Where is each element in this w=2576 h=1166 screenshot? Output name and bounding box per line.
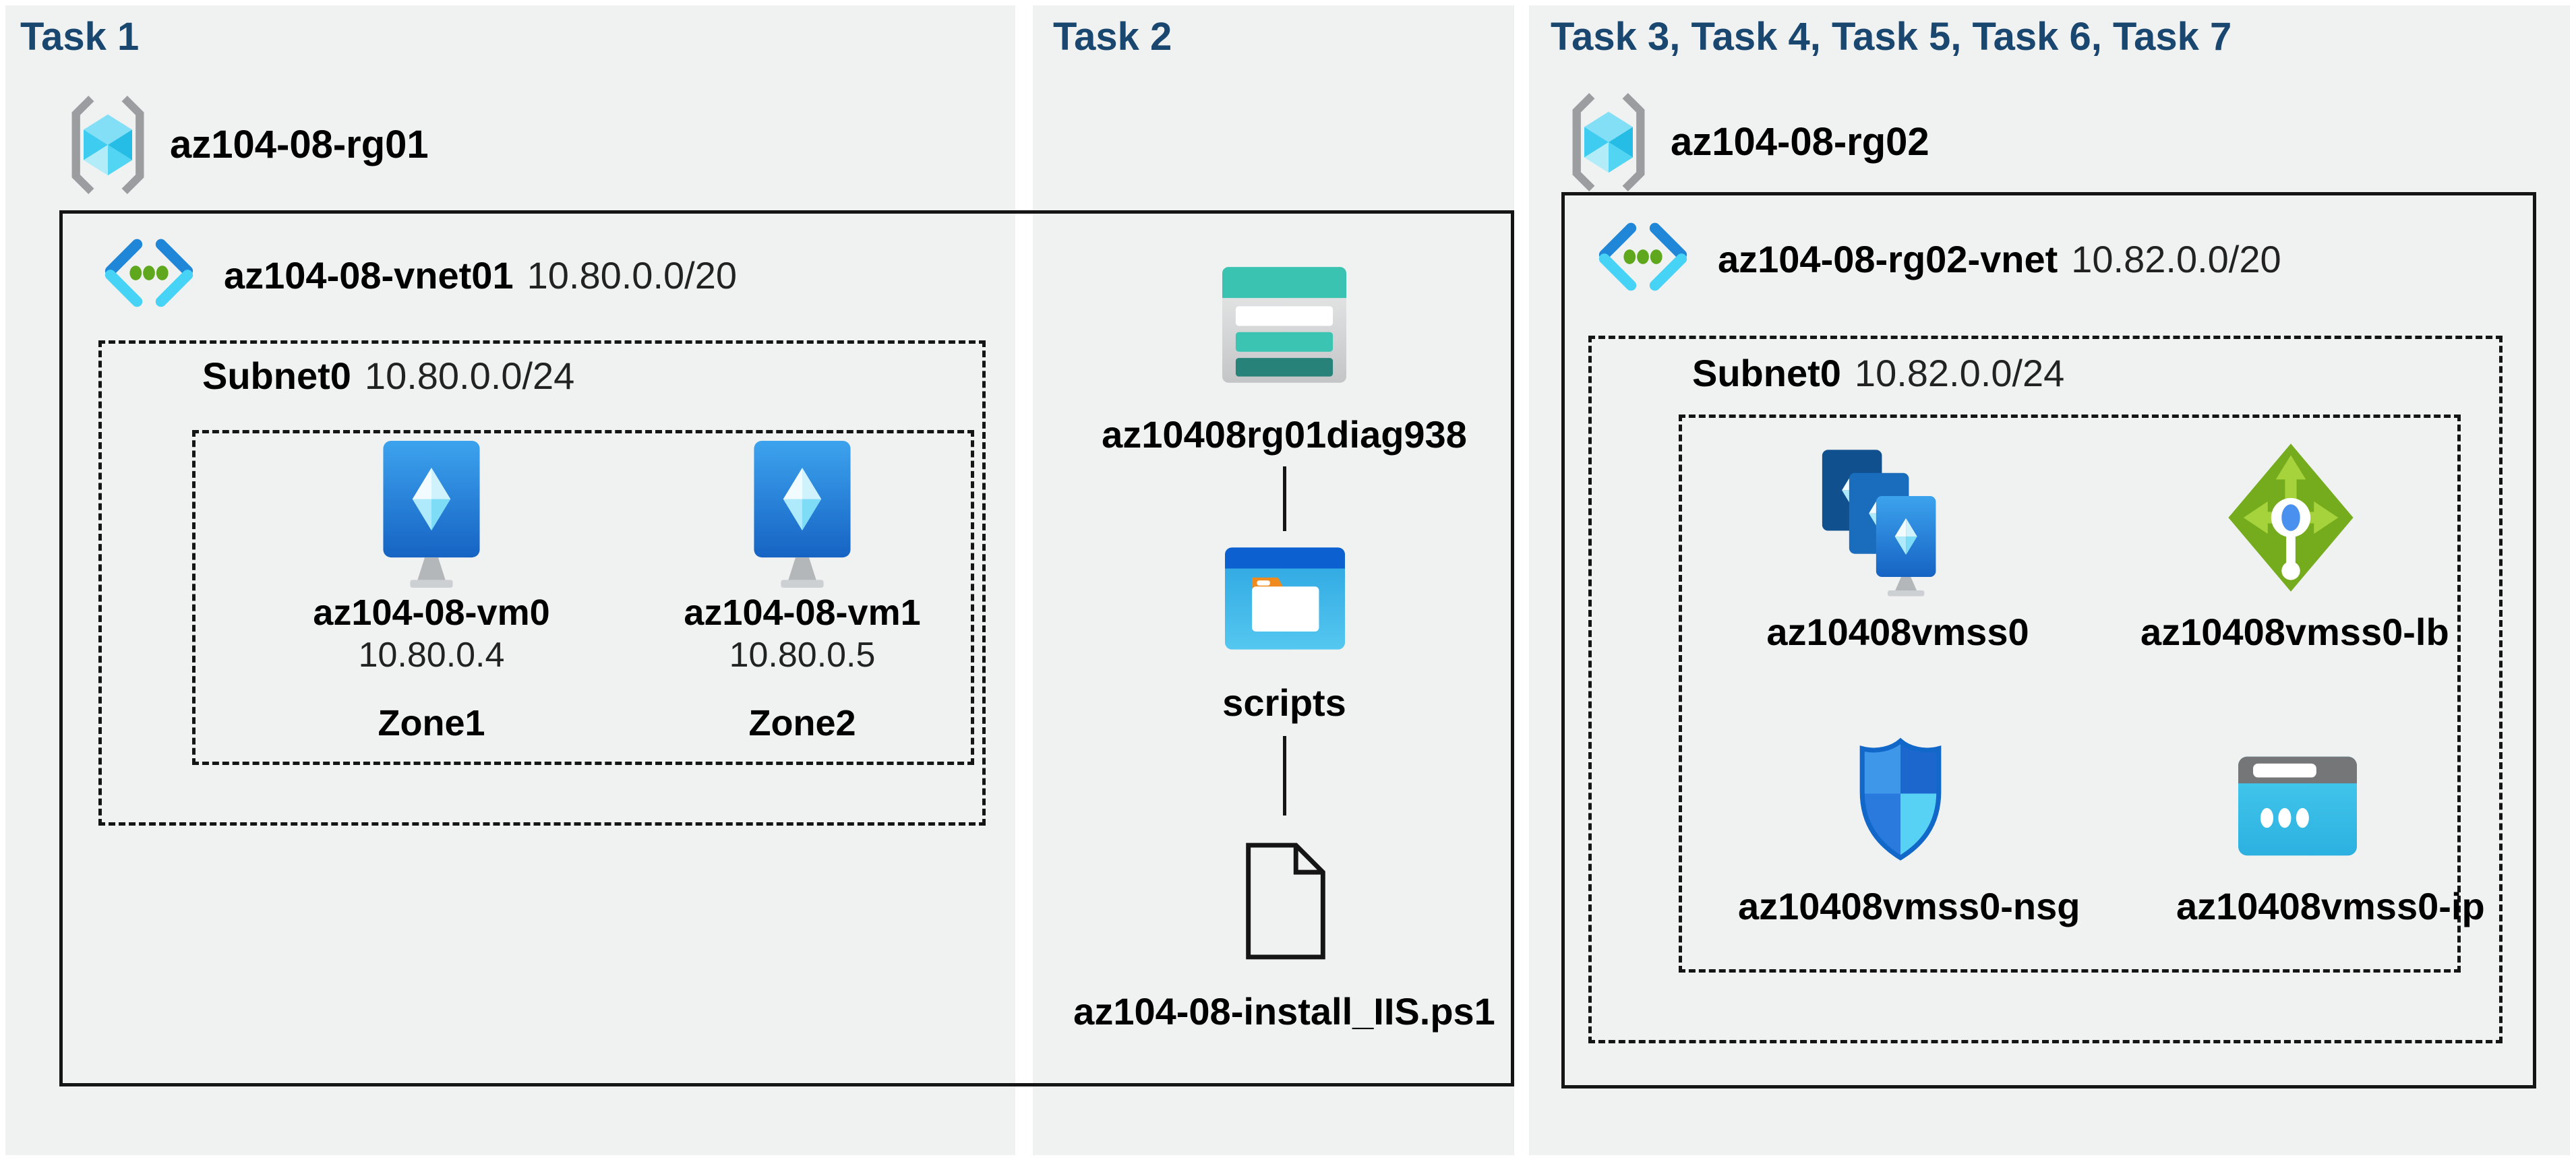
task1-heading: Task 1 [20,15,140,59]
blob-container-name: scripts [1222,681,1346,724]
storage-account-icon [1222,267,1346,383]
subnet0-rg02-boundary-box [1588,336,2503,1043]
virtual-network-icon [98,236,200,311]
subnet-cidr: 10.82.0.0/24 [1854,352,2065,394]
task3-7-heading: Task 3, Task 4, Task 5, Task 6, Task 7 [1551,15,2232,59]
vm-name: az104-08-vm0 [313,592,550,633]
vmss-name: az10408vmss0 [1766,611,2029,653]
connector-line [1283,466,1286,531]
vnet01-boundary-box [59,210,1514,1086]
subnet0-rg01-boundary-box [98,340,986,826]
task2-heading: Task 2 [1053,15,1172,59]
vmss-group-boundary-box [1679,415,2461,973]
vm-zone: Zone1 [378,703,485,743]
public-ip-name: az10408vmss0-ip [2176,885,2485,927]
vm-group-boundary-box [192,430,974,765]
subnet-label: Subnet0 10.80.0.0/24 [202,356,574,396]
vm-zone: Zone2 [748,703,856,743]
virtual-network-icon [1592,220,1694,295]
resource-group-name: az104-08-rg01 [170,123,429,166]
vm-ip: 10.80.0.4 [358,636,505,675]
resource-group-name: az104-08-rg02 [1671,120,1929,164]
public-ip-icon [2238,756,2357,856]
vnet-label: az104-08-vnet01 10.80.0.0/20 [224,255,737,297]
vm-scale-set-icon [1820,446,1955,600]
blob-container-icon [1225,547,1345,650]
vnet-cidr: 10.82.0.0/20 [2071,238,2281,280]
rg02-vnet-boundary-box [1561,192,2536,1088]
task1-panel [5,5,1015,1155]
file-icon [1242,832,1329,971]
subnet-label: Subnet0 10.82.0.0/24 [1692,353,2064,394]
load-balancer-name: az10408vmss0-lb [2140,611,2449,653]
vnet-cidr: 10.80.0.0/20 [527,254,737,297]
storage-account-name: az10408rg01diag938 [1102,413,1467,456]
load-balancer-icon [2226,439,2356,596]
script-file-name: az104-08-install_IIS.ps1 [1073,990,1495,1033]
vnet-name: az104-08-rg02-vnet [1718,238,2058,280]
virtual-machine-icon [375,441,488,588]
network-security-group-icon [1853,735,1948,864]
vnet-name: az104-08-vnet01 [224,254,514,297]
subnet-name: Subnet0 [1692,352,1841,394]
resource-group-icon [62,96,154,194]
virtual-machine-icon [746,441,859,588]
subnet-name: Subnet0 [202,355,351,397]
connector-line [1283,736,1286,816]
vnet-label: az104-08-rg02-vnet 10.82.0.0/20 [1718,239,2281,280]
vm-ip: 10.80.0.5 [729,636,876,675]
nsg-name: az10408vmss0-nsg [1738,885,2080,927]
subnet-cidr: 10.80.0.0/24 [364,355,575,397]
resource-group-icon [1563,93,1654,191]
vm-name: az104-08-vm1 [684,592,921,633]
task3-7-panel [1529,5,2570,1155]
